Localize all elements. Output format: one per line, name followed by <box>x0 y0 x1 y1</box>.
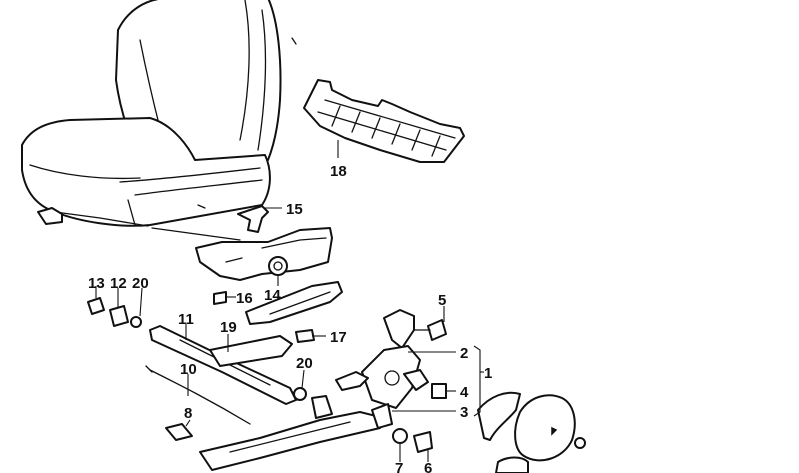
callout-13: 13 <box>88 275 105 292</box>
callout-6: 6 <box>424 460 432 473</box>
callout-8: 8 <box>184 405 192 422</box>
part-11-cable-and-19-tube <box>149 325 307 405</box>
side-cover-plate <box>477 391 586 473</box>
leader-lines <box>95 140 484 462</box>
callout-5: 5 <box>438 292 446 309</box>
part-16-screw <box>213 291 227 305</box>
part-15-clip <box>237 205 269 233</box>
callout-2: 2 <box>460 345 468 362</box>
callout-20-upper: 20 <box>132 275 149 292</box>
callout-12: 12 <box>110 275 127 292</box>
parts-13-12-20-hardware <box>87 297 142 328</box>
part-18-air-grille <box>303 79 465 163</box>
parts-7-6-bolts <box>392 428 433 453</box>
side-trim-cover <box>195 227 333 281</box>
callout-14: 14 <box>264 287 281 304</box>
callout-17: 17 <box>330 329 347 346</box>
callout-11: 11 <box>178 311 194 328</box>
callout-15: 15 <box>286 201 303 218</box>
callout-4: 4 <box>460 384 469 401</box>
callout-16: 16 <box>236 290 253 307</box>
callout-1: 1 <box>484 365 492 382</box>
trim-strip <box>245 281 343 325</box>
callout-7: 7 <box>395 460 403 473</box>
part-17-small-clip <box>295 329 315 343</box>
callout-20-lower: 20 <box>296 355 313 372</box>
callout-10: 10 <box>180 361 197 378</box>
part-8-bolt <box>165 423 193 441</box>
callout-3: 3 <box>460 404 468 421</box>
adjuster-mechanism <box>335 309 429 429</box>
callout-18: 18 <box>330 163 347 180</box>
callout-labels: 15 18 14 16 17 13 12 20 11 19 10 8 20 5 … <box>88 163 492 473</box>
part-14-knob <box>268 256 288 276</box>
callout-19: 19 <box>220 319 237 336</box>
seat-illustration <box>21 0 297 241</box>
part-5-screw <box>413 319 447 341</box>
lower-seat-rail <box>199 395 385 471</box>
part-4-knob <box>431 383 447 399</box>
part-10-rod <box>145 365 251 425</box>
